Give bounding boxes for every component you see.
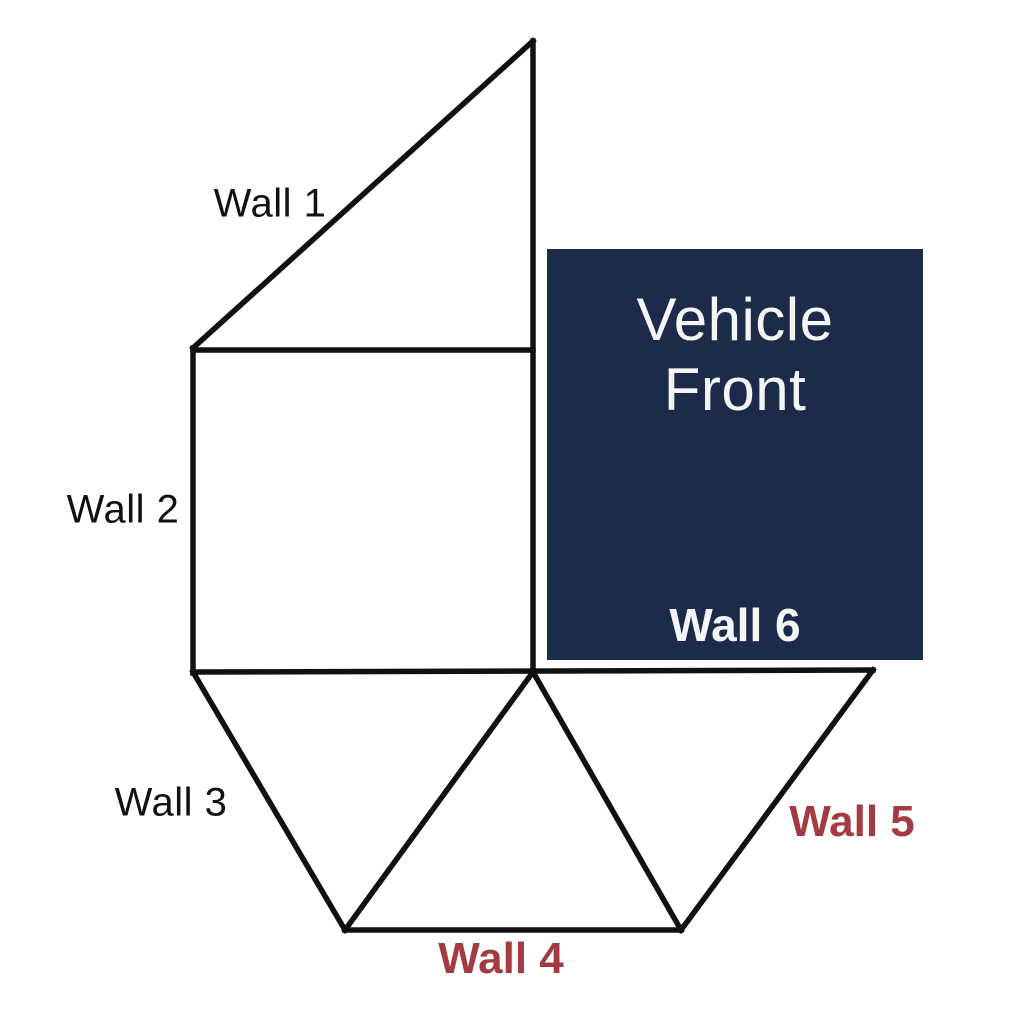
wall-3-label: Wall 3 <box>114 780 228 825</box>
vehicle-front-label: Vehicle Front <box>547 285 923 425</box>
wall-5-edge <box>677 666 877 934</box>
inner-left-diagonal <box>341 668 537 934</box>
wall-3-edge <box>189 668 349 934</box>
wall-4-label: Wall 4 <box>438 934 564 983</box>
wall-5-label: Wall 5 <box>789 797 915 846</box>
vehicle-front-panel: Vehicle Front Wall 6 <box>547 249 923 660</box>
wall-1-edge <box>189 37 537 352</box>
wall-2-label: Wall 2 <box>66 487 180 532</box>
wall-6-label: Wall 6 <box>669 599 801 651</box>
vehicle-front-line2: Front <box>663 356 807 423</box>
vehicle-front-line1: Vehicle <box>636 286 834 353</box>
inner-right-diagonal <box>529 668 685 934</box>
wall-1-label: Wall 1 <box>213 181 327 226</box>
